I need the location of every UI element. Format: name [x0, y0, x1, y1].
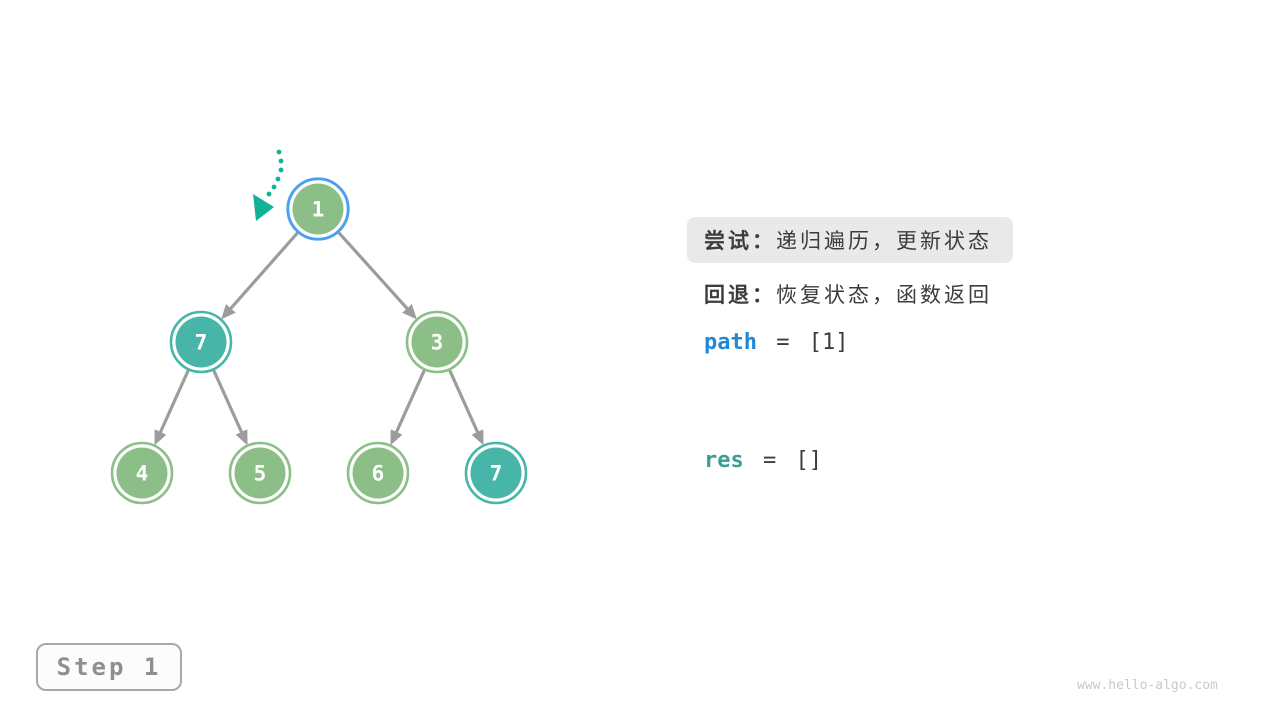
path-variable-line: path = [1]	[704, 330, 848, 355]
tree-node-5: 5	[228, 441, 292, 505]
back-label: 回退：	[704, 284, 776, 307]
watermark: www.hello-algo.com	[1077, 678, 1218, 693]
node-value: 3	[431, 331, 444, 355]
back-line: 回退：恢复状态，函数返回	[704, 279, 992, 309]
res-value: []	[795, 448, 823, 473]
res-variable-name: res	[704, 448, 744, 473]
tree-node-1: 1	[286, 177, 350, 241]
path-equals: =	[776, 330, 790, 355]
node-value: 6	[372, 462, 385, 486]
tree-edge-7-4	[154, 369, 190, 446]
node-value: 1	[312, 198, 325, 222]
tree-node-3: 3	[405, 310, 469, 374]
tree-node-7-right: 7	[464, 441, 528, 505]
tree-node-6: 6	[346, 441, 410, 505]
current-pointer-arrow-icon	[253, 149, 284, 221]
tree-node-7-left: 7	[169, 310, 233, 374]
tree-edge-3-6	[390, 369, 426, 446]
current-node-ring	[286, 177, 350, 241]
tree-edge-3-7	[448, 369, 484, 446]
try-highlight-box: 尝试：递归遍历，更新状态	[687, 217, 1013, 263]
res-variable-line: res = []	[704, 448, 822, 473]
try-text: 递归遍历，更新状态	[776, 230, 992, 253]
try-label: 尝试：	[704, 230, 776, 253]
path-value: [1]	[808, 330, 849, 355]
path-variable-name: path	[704, 330, 757, 355]
tree-edge-7-5	[212, 369, 248, 446]
node-value: 7	[490, 462, 503, 486]
tree-edges	[154, 231, 484, 446]
binary-tree-diagram: 1 7 3 4 5	[110, 149, 528, 505]
tree-edge-1-7	[221, 231, 300, 320]
back-text: 恢复状态，函数返回	[776, 284, 992, 307]
try-line: 尝试：递归遍历，更新状态	[704, 225, 992, 255]
node-value: 5	[254, 462, 267, 486]
node-value: 4	[136, 462, 149, 486]
tree-node-4: 4	[110, 441, 174, 505]
node-value: 7	[195, 331, 208, 355]
tree-edge-1-3	[337, 231, 417, 320]
step-label: Step 1	[56, 653, 162, 681]
res-equals: =	[763, 448, 777, 473]
step-badge: Step 1	[36, 643, 182, 691]
